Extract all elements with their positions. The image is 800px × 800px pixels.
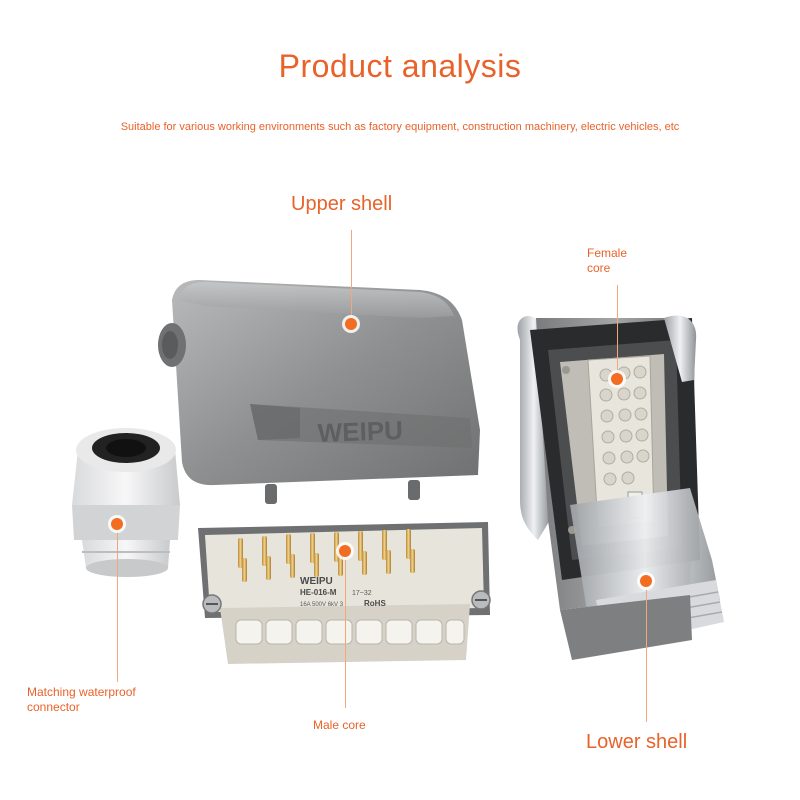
- cable-gland: [72, 428, 180, 577]
- label-female-core-line2: core: [587, 261, 611, 275]
- male-code: 17~32: [352, 590, 372, 597]
- page-subtitle: Suitable for various working environment…: [120, 121, 680, 133]
- label-lower-shell: Lower shell: [586, 731, 688, 753]
- label-female-core: Female core: [587, 246, 627, 276]
- marker-female-core: [611, 373, 623, 385]
- label-upper-shell: Upper shell: [291, 193, 393, 215]
- male-logo: WEIPU: [300, 576, 333, 587]
- male-core: WEIPU HE-016-M 17~32 16A 500V 6kV 3 RoHS: [198, 522, 491, 664]
- page-title: Product analysis: [278, 48, 522, 84]
- lower-shell: [517, 315, 724, 660]
- leader-waterproof: [117, 530, 118, 682]
- label-waterproof-line1: Matching waterproof: [27, 685, 136, 699]
- marker-waterproof: [111, 518, 123, 530]
- leader-female-core: [617, 285, 618, 377]
- marker-male-core: [339, 545, 351, 557]
- label-waterproof: Matching waterproof connector: [27, 685, 136, 715]
- label-male-core: Male core: [313, 718, 366, 732]
- label-female-core-line1: Female: [587, 246, 628, 260]
- leader-male-core: [345, 555, 346, 708]
- upper-shell: WEIPU: [158, 280, 480, 504]
- leader-lower-shell: [646, 586, 647, 722]
- rohs-mark: RoHS: [364, 599, 386, 608]
- marker-upper-shell: [345, 318, 357, 330]
- shell-logo: WEIPU: [317, 415, 403, 448]
- label-waterproof-line2: connector: [27, 700, 80, 714]
- male-spec: 16A 500V 6kV 3: [300, 602, 344, 608]
- marker-lower-shell: [640, 575, 652, 587]
- leader-upper-shell: [351, 230, 352, 322]
- male-model: HE-016-M: [300, 588, 337, 597]
